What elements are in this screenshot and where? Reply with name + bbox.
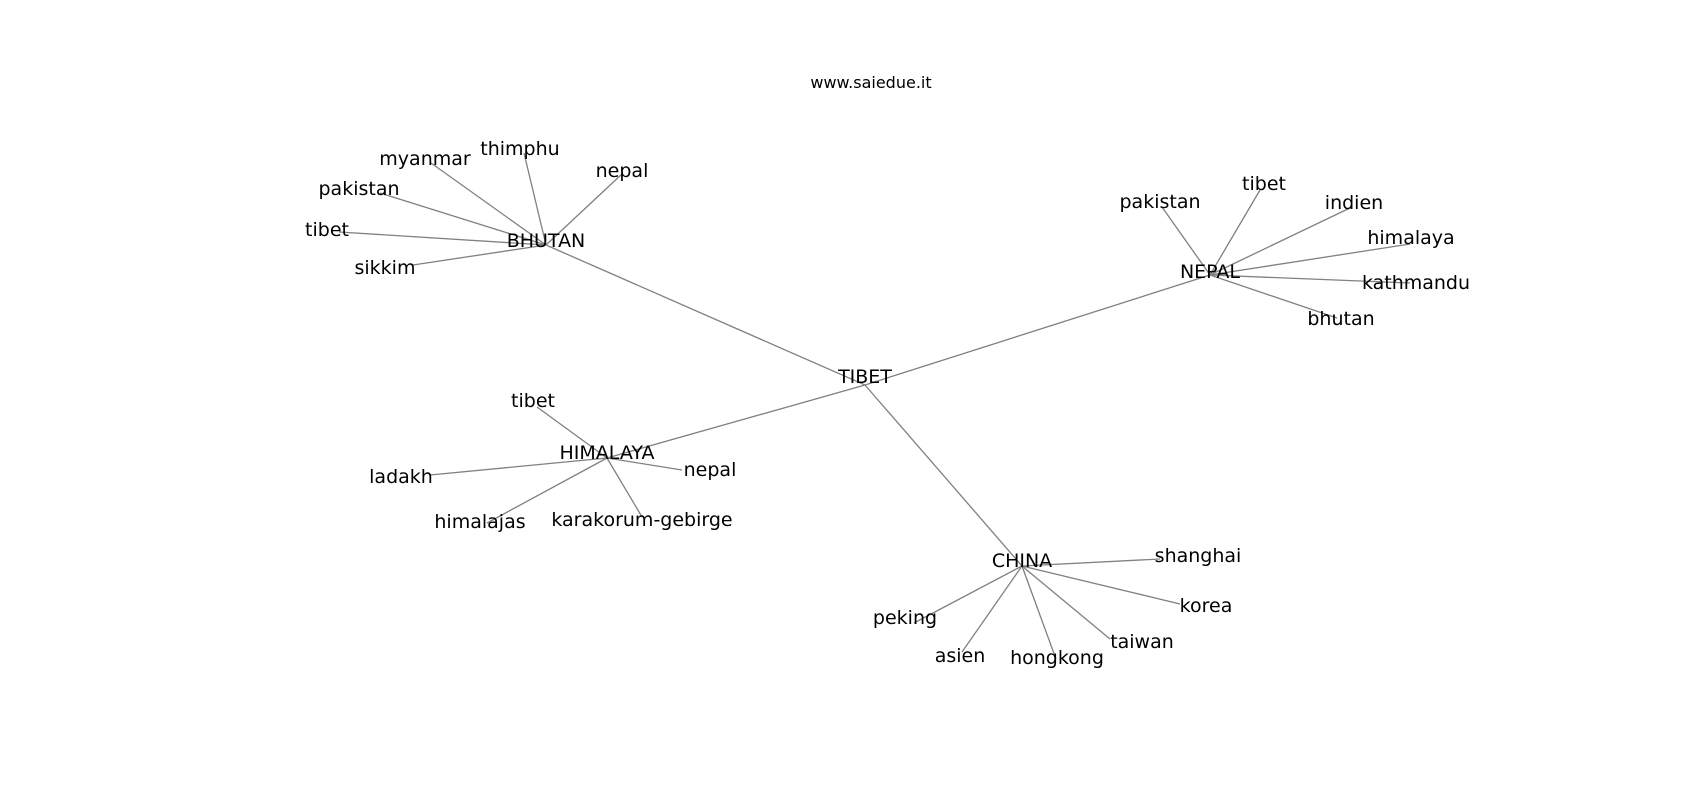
edge-center-to-hub	[864, 274, 1211, 386]
leaf-node-label: karakorum-gebirge	[551, 509, 732, 531]
hub-node-label: NEPAL	[1180, 261, 1240, 283]
edge-hub-to-leaf	[606, 457, 643, 518]
hub-node-label: HIMALAYA	[560, 442, 655, 464]
edge-center-to-hub	[864, 384, 1023, 567]
leaf-node-label: pakistan	[1119, 191, 1200, 213]
edge-hub-to-leaf	[606, 457, 683, 471]
leaf-node-label: nepal	[596, 160, 649, 182]
edge-hub-to-leaf	[536, 406, 608, 459]
center-node-label: TIBET	[837, 366, 892, 388]
labels-layer: TIBET BHUTAN nepal thimphu myanmar pakistan ti…	[305, 138, 1470, 669]
leaf-node-label: hongkong	[1010, 647, 1104, 669]
leaf-node-label: myanmar	[379, 148, 471, 170]
hub-node-label: BHUTAN	[507, 230, 586, 252]
edge-hub-to-leaf	[412, 244, 547, 266]
edge-center-to-hub	[545, 244, 866, 386]
leaf-node-label: sikkim	[355, 257, 416, 279]
leaf-node-label: tibet	[1242, 173, 1286, 195]
edge-hub-to-leaf	[1209, 189, 1261, 276]
edge-center-to-hub	[606, 384, 866, 459]
leaf-node-label: himalaya	[1367, 227, 1454, 249]
edge-hub-to-leaf	[486, 457, 608, 524]
leaf-node-label: nepal	[684, 459, 737, 481]
leaf-node-label: bhutan	[1307, 308, 1374, 330]
leaf-node-label: taiwan	[1110, 631, 1174, 653]
edge-hub-to-leaf	[1209, 274, 1338, 319]
watermark-text: www.saiedue.it	[810, 73, 931, 92]
edge-hub-to-leaf	[1209, 206, 1353, 276]
leaf-node-label: asien	[935, 645, 986, 667]
edge-hub-to-leaf	[429, 457, 608, 476]
leaf-node-label: pakistan	[318, 178, 399, 200]
edge-hub-to-leaf	[1209, 243, 1411, 276]
leaf-node-label: thimphu	[480, 138, 559, 160]
leaf-node-label: tibet	[511, 390, 555, 412]
edge-hub-to-leaf	[523, 152, 547, 246]
edge-hub-to-leaf	[961, 565, 1023, 653]
edge-hub-to-leaf	[1161, 206, 1211, 276]
leaf-node-label: indien	[1325, 192, 1383, 214]
leaf-node-label: himalajas	[434, 511, 525, 533]
edge-hub-to-leaf	[913, 565, 1023, 624]
leaf-node-label: peking	[873, 607, 937, 629]
leaf-node-label: shanghai	[1155, 545, 1242, 567]
leaf-node-label: tibet	[305, 219, 349, 241]
edge-hub-to-leaf	[1209, 274, 1411, 284]
leaf-node-label: korea	[1180, 595, 1233, 617]
hub-node-label: CHINA	[992, 550, 1052, 572]
edge-hub-to-leaf	[1021, 565, 1057, 660]
edge-hub-to-leaf	[338, 231, 547, 246]
edge-hub-to-leaf	[430, 162, 547, 246]
edge-hub-to-leaf	[1021, 565, 1111, 640]
edge-hub-to-leaf	[1021, 558, 1161, 567]
leaf-node-label: kathmandu	[1362, 272, 1470, 294]
edge-hub-to-leaf	[1021, 565, 1181, 605]
leaf-node-label: ladakh	[369, 466, 433, 488]
edge-hub-to-leaf	[379, 192, 547, 246]
edge-hub-to-leaf	[545, 173, 623, 246]
edges-layer	[338, 152, 1411, 660]
